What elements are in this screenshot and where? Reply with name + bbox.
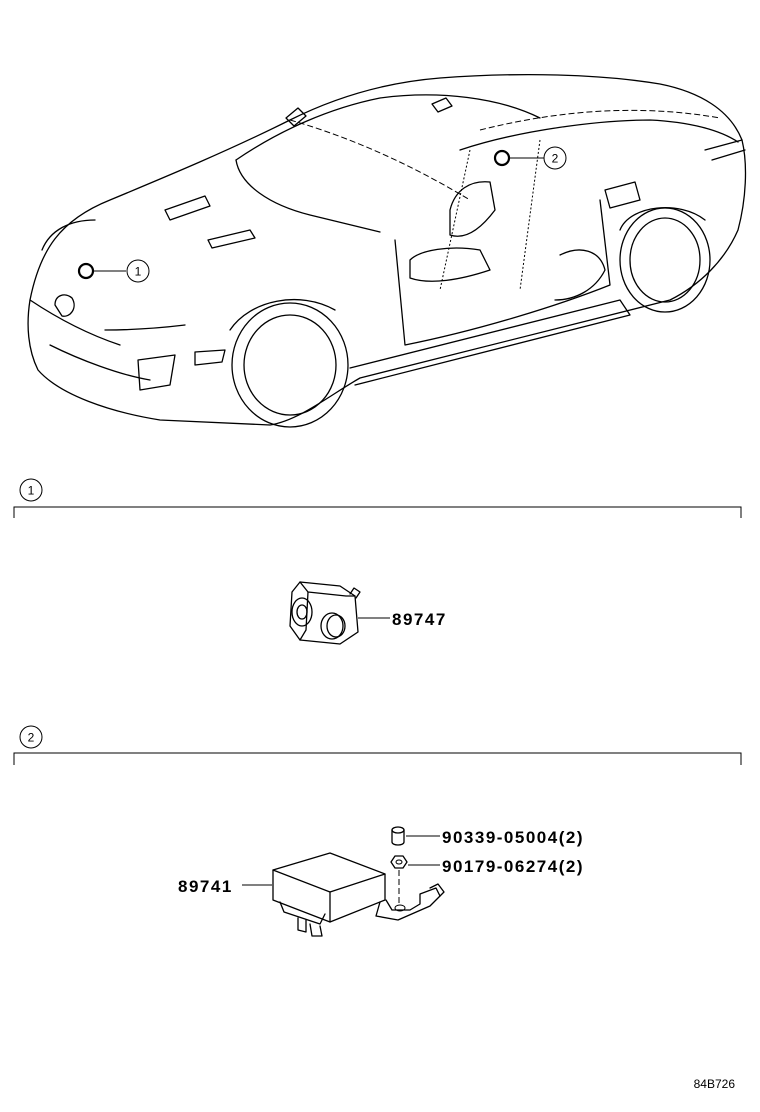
part-89741-drawing [272, 852, 445, 937]
callout-point-2 [493, 149, 511, 167]
part-90339-05004-drawing [391, 826, 405, 846]
part-89747-drawing [289, 581, 361, 645]
part-number-89747: 89747 [392, 610, 447, 629]
car-callout-1: 1 [135, 265, 142, 279]
section-2-divider [13, 752, 742, 765]
car-callout-2: 2 [552, 152, 559, 166]
reference-code: 84B726 [694, 1077, 736, 1091]
part-number-90179-06274: 90179-06274(2) [442, 857, 584, 876]
section-2-callout: 2 [28, 731, 35, 745]
part-number-90339-05004: 90339-05004(2) [442, 828, 584, 847]
section-2: 2 90339-05004(2) 90179-06274(2) [13, 725, 742, 937]
callout-point-1 [77, 262, 95, 280]
section-1-callout: 1 [28, 484, 35, 498]
section-1-divider [13, 506, 742, 518]
part-number-89741: 89741 [178, 877, 233, 896]
section-1: 1 89747 [13, 478, 742, 645]
car-illustration: 1 2 [27, 73, 747, 428]
part-90179-06274-drawing [390, 855, 408, 869]
